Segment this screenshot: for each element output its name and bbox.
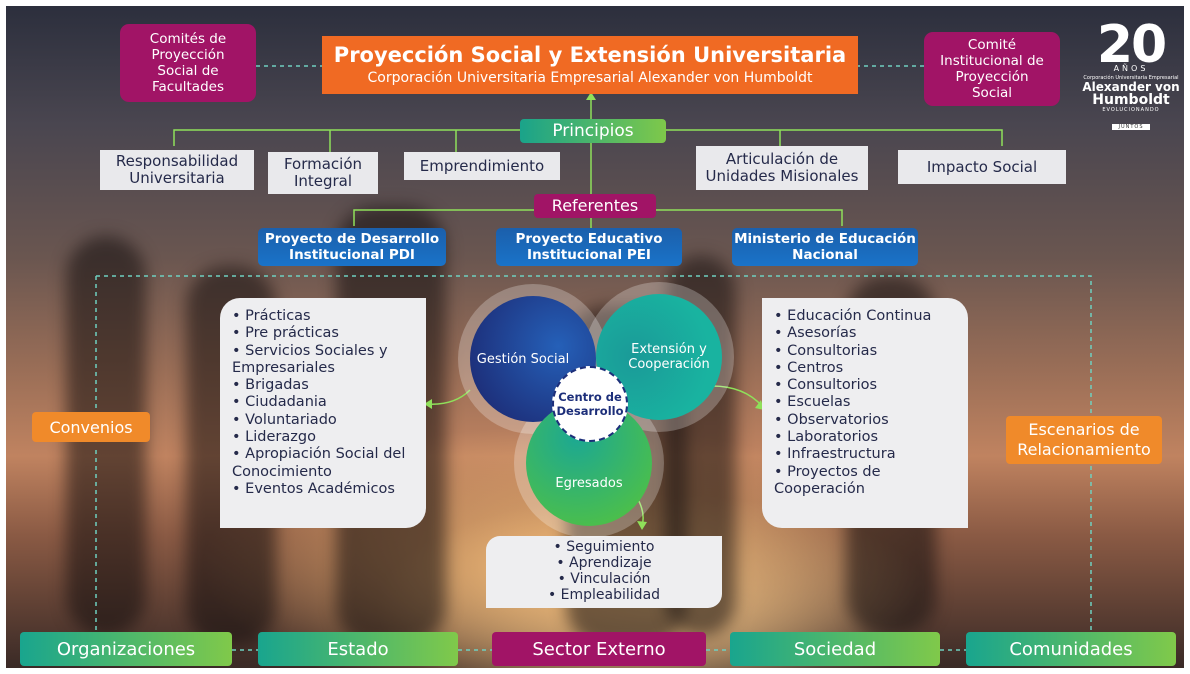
list-item: • Liderazgo xyxy=(232,429,316,446)
referentes-label: Referentes xyxy=(534,194,656,218)
logo-name-2: Humboldt xyxy=(1092,92,1170,108)
list-item: • Pre prácticas xyxy=(232,325,339,342)
list-item: • Servicios Sociales y Empresariales xyxy=(232,342,388,376)
centro-desarrollo-circle: Centro de Desarrollo xyxy=(552,366,628,442)
right-activities-panel: • Educación Continua • Asesorías • Consu… xyxy=(762,298,968,528)
list-item: • Consultorios xyxy=(774,377,878,394)
left-activities-panel: • Prácticas • Pre prácticas • Servicios … xyxy=(220,298,426,528)
list-item: • Voluntariado xyxy=(232,411,337,428)
egresados-label: Egresados xyxy=(555,475,623,491)
principios-label: Principios xyxy=(520,119,666,143)
convenios-tag: Convenios xyxy=(32,412,150,442)
list-item: • Proyectos de Cooperación xyxy=(774,463,881,497)
logo-tagline: EVOLUCIONANDO xyxy=(1102,107,1160,113)
list-item: • Ciudadania xyxy=(232,394,327,411)
page-subtitle: Corporación Universitaria Empresarial Al… xyxy=(367,70,813,86)
bottom-tag-comunidades: Comunidades xyxy=(966,632,1176,666)
list-item: • Apropiación Social del Conocimiento xyxy=(232,446,406,480)
principio-articulacion: Articulación de Unidades Misionales xyxy=(696,146,868,190)
humboldt-logo: 20 AÑOS Corporación Universitaria Empres… xyxy=(1082,15,1180,140)
bottom-tag-sector-externo: Sector Externo xyxy=(492,632,706,666)
list-item: • Aprendizaje xyxy=(556,555,652,571)
escenarios-tag: Escenarios de Relacionamiento xyxy=(1006,416,1162,464)
list-item: • Observatorios xyxy=(774,411,889,428)
list-item: • Eventos Académicos xyxy=(232,480,395,497)
referente-pei: Proyecto Educativo Institucional PEI xyxy=(496,228,682,266)
header-title-box: Proyección Social y Extensión Universita… xyxy=(322,36,858,94)
list-item: • Educación Continua xyxy=(774,308,932,324)
list-item: • Laboratorios xyxy=(774,429,879,446)
list-item: • Empleabilidad xyxy=(547,587,661,603)
referente-pdi: Proyecto de Desarrollo Institucional PDI xyxy=(258,228,446,266)
list-item: • Prácticas xyxy=(232,308,311,324)
principio-responsabilidad: Responsabilidad Universitaria xyxy=(100,150,254,190)
list-item: • Asesorías xyxy=(774,325,857,342)
extension-label: Extensión y Cooperación xyxy=(628,342,710,372)
egresados-activities-panel: • Seguimiento • Aprendizaje • Vinculació… xyxy=(486,536,722,608)
bottom-tag-sociedad: Sociedad xyxy=(730,632,940,666)
list-item: • Brigadas xyxy=(232,377,309,394)
bottom-tag-estado: Estado xyxy=(258,632,458,666)
gestion-social-label: Gestión Social xyxy=(476,351,570,367)
page-title: Proyección Social y Extensión Universita… xyxy=(333,43,847,67)
logo-number: 20 xyxy=(1096,15,1167,75)
bottom-tag-organizaciones: Organizaciones xyxy=(20,632,232,666)
logo-small-text: Corporación Universitaria Empresarial xyxy=(1083,75,1179,81)
diagram-canvas: Proyección Social y Extensión Universita… xyxy=(6,6,1184,668)
list-item: • Vinculación xyxy=(557,571,651,587)
principio-formacion: Formación Integral xyxy=(268,152,378,194)
list-item: • Infraestructura xyxy=(774,446,896,463)
list-item: • Centros xyxy=(774,359,844,376)
list-item: • Escuelas xyxy=(774,394,851,411)
referente-men: Ministerio de Educación Nacional xyxy=(732,228,918,266)
logo-juntos: JUNTOS xyxy=(1112,124,1150,130)
principio-emprendimiento: Emprendimiento xyxy=(404,152,560,180)
logo-name-1: Alexander von xyxy=(1082,80,1180,94)
committee-institutional-box: Comité Institucional de Proyección Socia… xyxy=(924,32,1060,106)
list-item: • Seguimiento xyxy=(553,539,655,555)
principio-impacto: Impacto Social xyxy=(898,150,1066,184)
list-item: • Consultorias xyxy=(774,342,878,359)
committee-faculties-box: Comités de Proyección Social de Facultad… xyxy=(120,24,256,102)
logo-anos: AÑOS xyxy=(1113,64,1149,73)
